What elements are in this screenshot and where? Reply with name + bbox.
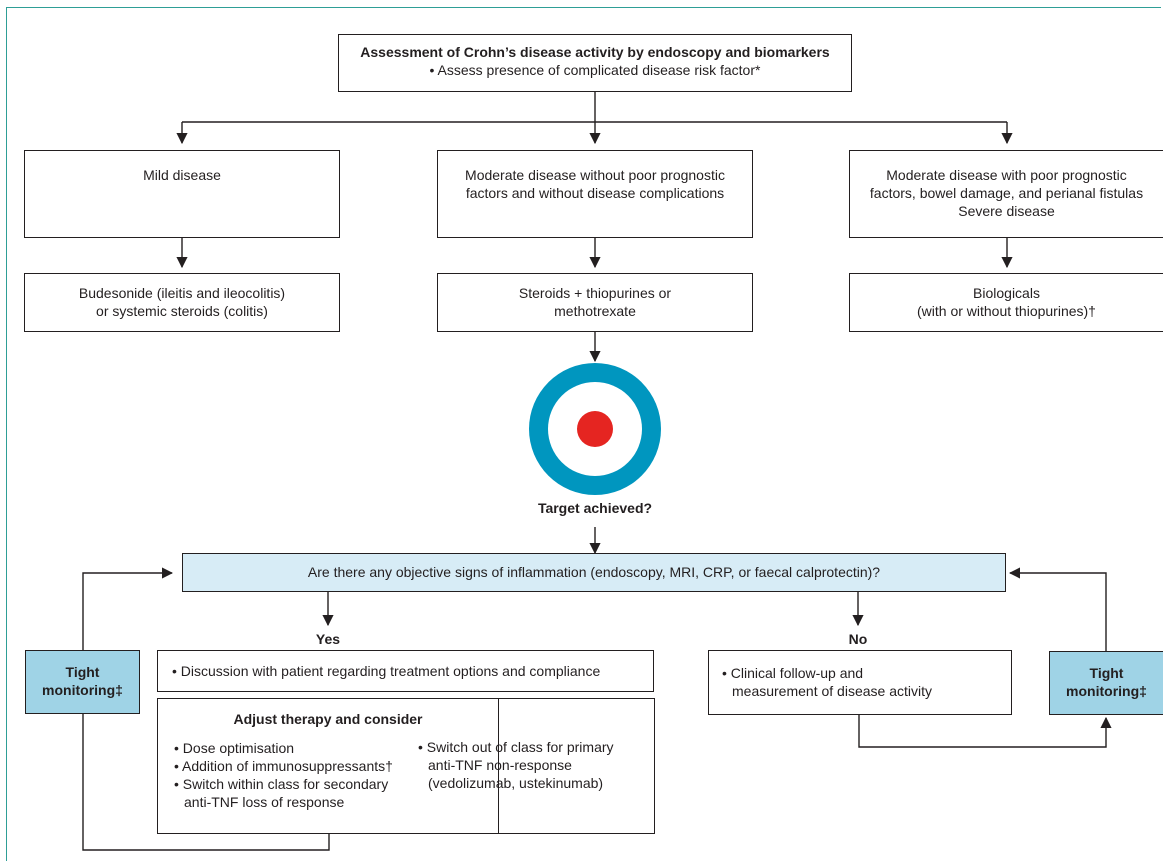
target-icon xyxy=(529,363,661,495)
tight-monitoring-right: Tight monitoring‡ xyxy=(1049,651,1163,715)
tight-monitoring-line: monitoring‡ xyxy=(42,682,123,698)
list-item: • Dose optimisation xyxy=(174,740,295,756)
tight-monitoring-line: monitoring‡ xyxy=(1066,683,1147,699)
adjust-therapy-box-extension xyxy=(498,698,655,834)
discussion-box: • Discussion with patient regarding trea… xyxy=(157,650,654,692)
severe-disease-line: Severe disease xyxy=(958,203,1055,219)
inflammation-question: Are there any objective signs of inflamm… xyxy=(307,564,881,580)
list-item: • Switch out of class for primary anti-T… xyxy=(418,739,614,791)
severe-disease-box: Moderate disease with poor prognostic fa… xyxy=(849,150,1163,238)
assessment-title: Assessment of Crohn’s disease activity b… xyxy=(360,44,830,60)
moderate-disease-box: Moderate disease without poor prognostic… xyxy=(437,150,753,238)
no-label: No xyxy=(848,631,868,647)
moderate-disease-line: factors and without disease complication… xyxy=(465,185,725,201)
mild-treatment-box: Budesonide (ileitis and ileocolitis) or … xyxy=(24,273,340,332)
adjust-right-list: • Switch out of class for primary anti-T… xyxy=(418,738,648,792)
moderate-treatment-line: methotrexate xyxy=(554,303,636,319)
target-achieved-label: Target achieved? xyxy=(537,500,653,516)
severe-treatment-box: Biologicals (with or without thiopurines… xyxy=(849,273,1163,332)
followup-line: • Clinical follow-up and xyxy=(722,665,864,681)
assessment-bullet: • Assess presence of complicated disease… xyxy=(429,62,761,78)
mild-disease-box: Mild disease xyxy=(24,150,340,238)
tight-monitoring-left: Tight monitoring‡ xyxy=(25,650,140,714)
severe-treatment-line: Biologicals xyxy=(973,285,1040,301)
yes-label: Yes xyxy=(315,631,341,647)
adjust-left-list: • Dose optimisation • Addition of immuno… xyxy=(174,739,414,811)
tight-monitoring-line: Tight xyxy=(1089,665,1124,681)
followup-box: • Clinical follow-up and measurement of … xyxy=(708,650,1012,715)
severe-treatment-line: (with or without thiopurines)† xyxy=(917,303,1096,319)
severe-disease-line: factors, bowel damage, and perianal fist… xyxy=(869,185,1144,201)
moderate-disease-line: Moderate disease without poor prognostic xyxy=(465,167,725,183)
discussion-text: • Discussion with patient regarding trea… xyxy=(172,663,601,679)
assessment-box: Assessment of Crohn’s disease activity b… xyxy=(338,34,852,92)
inflammation-question-box: Are there any objective signs of inflamm… xyxy=(182,553,1006,592)
mild-disease-label: Mild disease xyxy=(143,167,221,183)
list-item: • Addition of immunosuppressants† xyxy=(174,758,393,774)
mild-treatment-line: Budesonide (ileitis and ileocolitis) xyxy=(78,285,286,301)
moderate-treatment-line: Steroids + thiopurines or xyxy=(518,285,672,301)
followup-line: measurement of disease activity xyxy=(732,683,932,699)
figure-frame xyxy=(6,7,1161,861)
adjust-therapy-title: Adjust therapy and consider xyxy=(233,711,423,727)
list-item: • Switch within class for secondary anti… xyxy=(174,776,389,810)
target-bullseye xyxy=(577,411,613,447)
adjust-therapy-box: Adjust therapy and consider • Dose optim… xyxy=(157,698,499,834)
moderate-treatment-box: Steroids + thiopurines or methotrexate xyxy=(437,273,753,332)
severe-disease-line: Moderate disease with poor prognostic xyxy=(886,167,1127,183)
mild-treatment-line: or systemic steroids (colitis) xyxy=(96,303,268,319)
tight-monitoring-line: Tight xyxy=(65,664,100,680)
